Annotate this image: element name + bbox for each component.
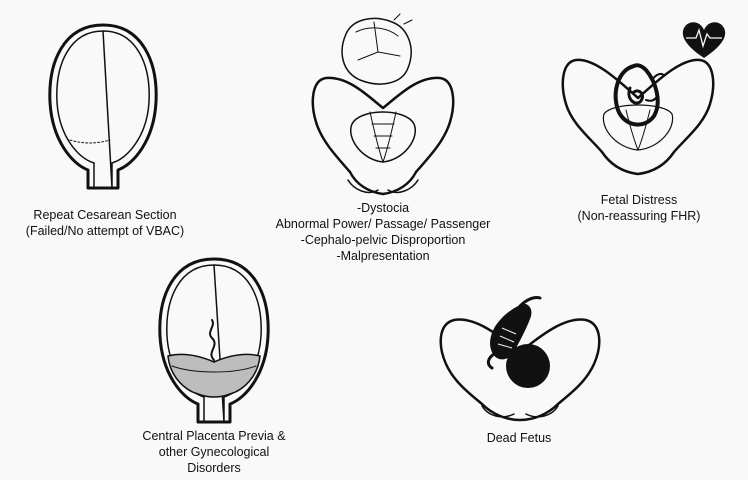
caption-line: (Failed/No attempt of VBAC): [25, 224, 185, 238]
caption-line: other Gynecological: [158, 445, 270, 459]
caption-placenta-previa: Central Placenta Previa & other Gynecolo…: [114, 428, 314, 476]
caption-line: (Non-reassuring FHR): [577, 209, 701, 223]
uterus-with-placenta-icon: [158, 257, 270, 424]
caption-line: Dead Fetus: [486, 431, 552, 445]
caption-dead-fetus: Dead Fetus: [424, 430, 614, 446]
caption-line: Repeat Cesarean Section: [33, 208, 177, 222]
pelvis-with-dead-fetus-icon: [439, 296, 601, 422]
caption-line: Abnormal Power/ Passage/ Passenger: [275, 217, 491, 231]
caption-fetal-distress: Fetal Distress (Non-reassuring FHR): [534, 192, 744, 224]
caption-repeat-cesarean: Repeat Cesarean Section (Failed/No attem…: [0, 207, 210, 239]
pelvis-with-fetus-and-heartbeat-icon: [561, 22, 726, 176]
fetal-head: [506, 344, 550, 388]
uterus-icon: [48, 23, 158, 190]
caption-line: -Dystocia: [356, 201, 410, 215]
caption-line: -Cephalo-pelvic Disproportion: [300, 233, 466, 247]
caption-line: Fetal Distress: [600, 193, 678, 207]
heart-icon: [682, 22, 726, 58]
caption-line: -Malpresentation: [336, 249, 430, 263]
caption-dystocia: -Dystocia Abnormal Power/ Passage/ Passe…: [258, 200, 508, 264]
caption-line: Disorders: [187, 461, 241, 475]
pelvis-with-fetal-head-icon: [311, 13, 455, 196]
caption-line: Central Placenta Previa &: [142, 429, 286, 443]
